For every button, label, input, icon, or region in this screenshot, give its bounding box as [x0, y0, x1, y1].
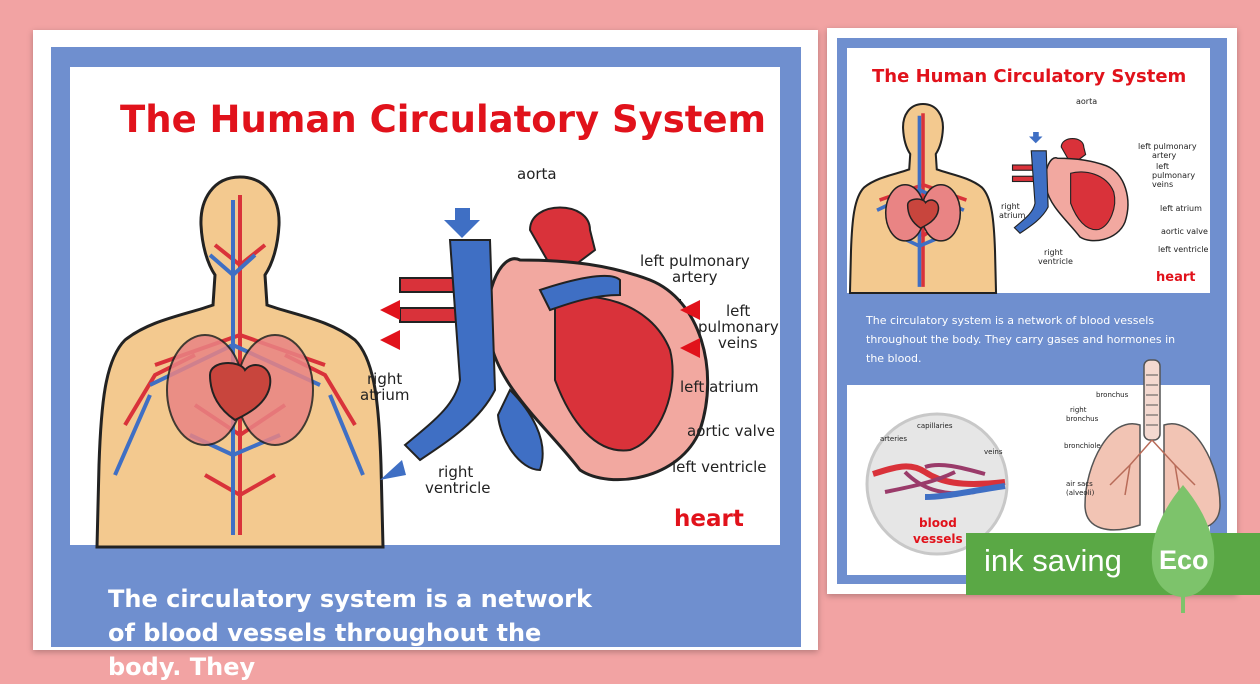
eco-leaf-icon: [1151, 485, 1215, 613]
lungs-label-bronchiole: bronchiole: [1064, 442, 1101, 450]
label-aortic-valve: aortic valve: [687, 422, 775, 440]
label-left-ventricle: left ventricle: [672, 458, 767, 476]
label-left-pulmonary-veins-1: left: [726, 302, 751, 320]
blood-vessels-diagram: [865, 412, 1009, 556]
right-poster-title: The Human Circulatory System: [872, 66, 1187, 87]
left-poster-body-text: The circulatory system is a network of b…: [108, 585, 592, 681]
label-right-ventricle-2: ventricle: [425, 479, 491, 497]
vessels-label-arteries: arteries: [880, 435, 907, 443]
lungs-label-right-bronchus-2: bronchus: [1066, 415, 1099, 423]
label-left-pulmonary-artery-2: artery: [672, 268, 718, 286]
ink-saving-text: ink saving: [984, 543, 1122, 578]
small-label-rv-2: ventricle: [1038, 257, 1073, 266]
body-illustration: [95, 175, 385, 549]
label-right-ventricle-1: right: [438, 463, 474, 481]
vessels-label-veins: veins: [984, 448, 1003, 456]
ink-saving-badge[interactable]: ink saving Eco: [966, 485, 1260, 613]
vessels-label-capillaries: capillaries: [917, 422, 953, 430]
small-heart-diagram: [1011, 132, 1129, 242]
label-aorta: aorta: [517, 165, 557, 183]
label-left-pulmonary-veins-2: pulmonary: [698, 318, 779, 336]
lungs-label-bronchus: bronchus: [1096, 391, 1129, 399]
small-label-lv: left ventricle: [1158, 245, 1209, 254]
small-label-lpa-1: left pulmonary: [1138, 142, 1197, 151]
vessels-caption-1: blood: [919, 516, 957, 530]
small-heart-word: heart: [1156, 270, 1196, 285]
small-body-illustration: [848, 102, 998, 295]
vessels-caption-2: vessels: [913, 532, 963, 546]
label-right-atrium-1: right: [367, 370, 403, 388]
arrow-down-icon: [444, 208, 480, 238]
lungs-label-air-sacs-2: (alveoli): [1066, 489, 1095, 497]
heart-diagram: [380, 206, 710, 482]
label-right-atrium-2: atrium: [360, 386, 410, 404]
label-left-atrium: left atrium: [680, 378, 759, 396]
small-label-lpv-1: left: [1156, 162, 1169, 171]
eco-label: Eco: [1159, 545, 1209, 575]
lungs-label-right-bronchus-1: right: [1070, 406, 1087, 414]
small-label-lpv-2: pulmonary: [1152, 171, 1196, 180]
small-label-rv-1: right: [1044, 248, 1063, 257]
small-label-lpv-3: veins: [1152, 180, 1174, 189]
heart-word: heart: [674, 506, 744, 532]
arrow-in-icon: [380, 460, 406, 480]
small-label-av: aortic valve: [1161, 227, 1208, 236]
small-label-ra-1: right: [1001, 202, 1020, 211]
right-poster-body-text: The circulatory system is a network of b…: [866, 314, 1176, 365]
small-label-la: left atrium: [1160, 204, 1202, 213]
small-label-ra-2: atrium: [999, 211, 1026, 220]
label-left-pulmonary-veins-3: veins: [718, 334, 758, 352]
lungs-label-air-sacs-1: air sacs: [1066, 480, 1093, 488]
small-label-lpa-2: artery: [1152, 151, 1177, 160]
left-poster-title: The Human Circulatory System: [120, 98, 767, 141]
label-left-pulmonary-artery-1: left pulmonary: [640, 252, 750, 270]
small-label-aorta: aorta: [1076, 97, 1098, 106]
